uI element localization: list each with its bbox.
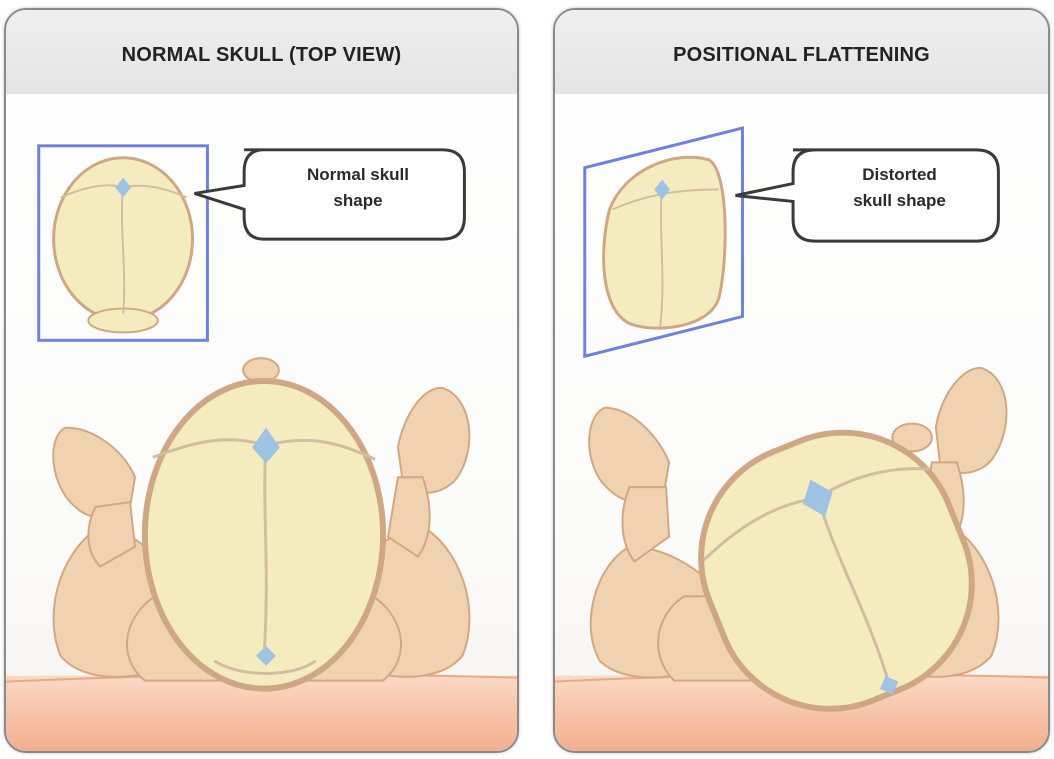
panel-positional-flattening: POSITIONAL FLATTENING Distorted skull sh… (553, 8, 1050, 753)
callout-line-2: shape (268, 188, 448, 214)
normal-skull-small (39, 146, 208, 340)
normal-skull-large (145, 381, 383, 689)
panel-header: POSITIONAL FLATTENING (555, 10, 1048, 94)
panel-normal-skull: NORMAL SKULL (TOP VIEW) Normal skull sha… (4, 8, 519, 753)
callout-label: Distorted skull shape (807, 162, 992, 214)
callout-line-2: skull shape (807, 188, 992, 214)
normal-skull-art (6, 10, 517, 751)
callout-label: Normal skull shape (268, 162, 448, 214)
callout-line-1: Distorted (807, 162, 992, 188)
panel-header: NORMAL SKULL (TOP VIEW) (6, 10, 517, 94)
panel-title: NORMAL SKULL (TOP VIEW) (122, 44, 402, 67)
flattened-skull-art (555, 10, 1048, 751)
callout-line-1: Normal skull (268, 162, 448, 188)
flattened-skull-small (585, 128, 743, 356)
panel-title: POSITIONAL FLATTENING (673, 44, 930, 67)
